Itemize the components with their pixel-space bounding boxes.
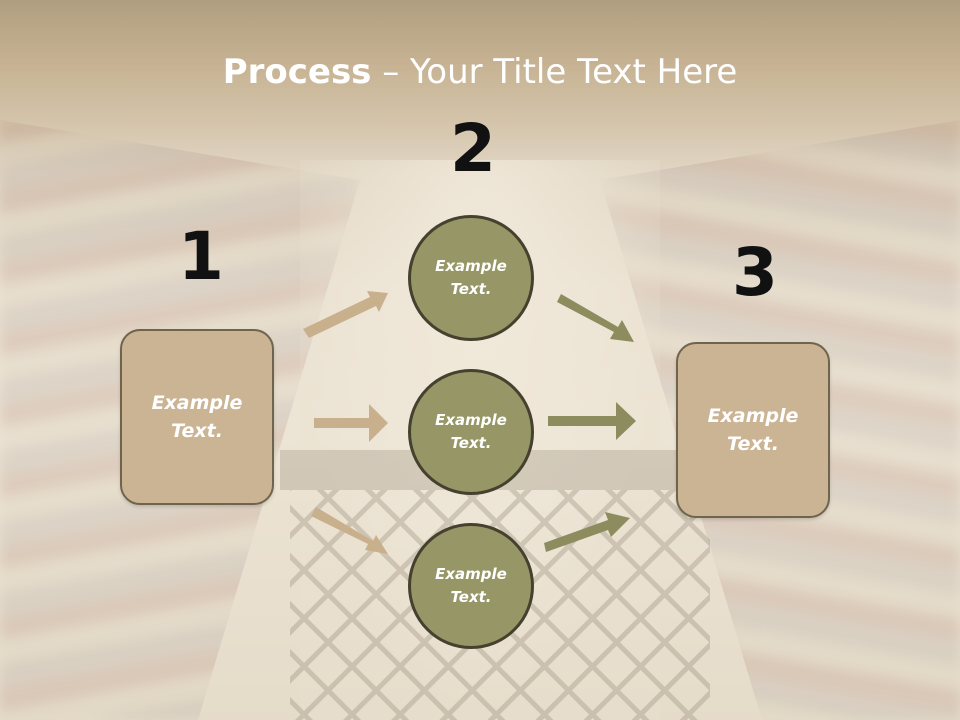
title-regular-part: – Your Title Text Here (371, 52, 738, 92)
step-number-2: 2 (450, 110, 496, 187)
left-example-box: Example Text. (120, 329, 274, 505)
arrow-left-to-bottom (311, 507, 388, 554)
top-example-circle: Example Text. (408, 215, 534, 341)
arrow-left-to-top (303, 291, 388, 338)
title-bold-part: Process (222, 52, 372, 92)
step-number-3: 3 (732, 234, 778, 311)
slide-title: Process – Your Title Text Here (0, 52, 960, 92)
bottom-example-circle: Example Text. (408, 523, 534, 649)
arrow-bottom-to-right (544, 512, 630, 552)
arrow-middle-to-right (548, 402, 636, 440)
step-number-1: 1 (178, 218, 224, 295)
arrow-top-to-right (557, 294, 634, 342)
middle-example-circle: Example Text. (408, 369, 534, 495)
arrow-left-to-middle (314, 404, 388, 442)
right-example-box: Example Text. (676, 342, 830, 518)
